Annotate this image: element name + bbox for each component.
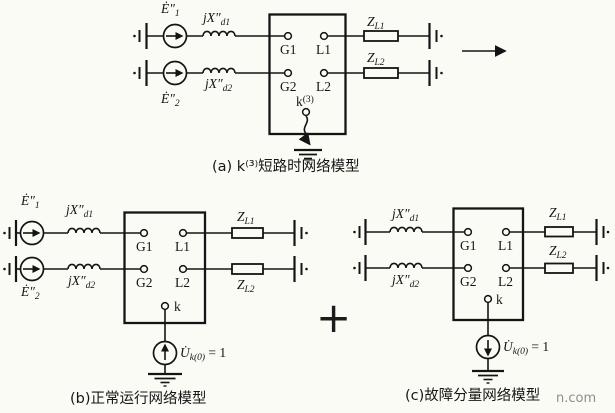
- label-load-1-b: ZL1: [237, 209, 255, 227]
- inductor-coil-c1: [389, 226, 423, 233]
- earth-right-c2: [595, 255, 610, 281]
- label-reactance-2-b: jX″d2: [68, 273, 96, 291]
- terminal-g2-b: [139, 264, 149, 274]
- label-fault-point-a: k(3): [296, 94, 314, 109]
- load-impedance-l2-b: [231, 263, 264, 275]
- label-terminal-l2-a: L2: [316, 79, 331, 94]
- label-emf-2-a: Ė″2: [161, 91, 180, 109]
- caption-c: (c)故障分量网络模型: [405, 388, 541, 404]
- label-emf-1-b: Ė″1: [21, 193, 40, 211]
- label-load-1-a: ZL1: [367, 14, 385, 32]
- label-load-2-b: ZL2: [237, 277, 255, 295]
- load-impedance-l1-b: [231, 227, 264, 239]
- ground-c: [472, 369, 504, 384]
- terminal-g1-b: [139, 228, 149, 238]
- source-arrow-up-icon: [161, 343, 169, 352]
- earth-left-a1: [133, 23, 148, 49]
- load-impedance-l1-c: [544, 226, 574, 238]
- load-impedance-l1-a: [363, 30, 399, 42]
- earth-left-b2: [3, 256, 18, 282]
- label-reactance-2-c: jX″d2: [392, 272, 420, 290]
- emf-source-2-b: [19, 256, 45, 282]
- terminal-k-c: [483, 294, 493, 304]
- voltage-source-c: [475, 334, 501, 360]
- ground-a: [294, 148, 322, 163]
- label-fault-point-c: k: [496, 292, 503, 307]
- load-impedance-l2-a: [363, 67, 399, 79]
- terminal-l1-c: [501, 227, 511, 237]
- terminal-l2-c: [501, 263, 511, 273]
- label-terminal-l2-b: L2: [175, 275, 190, 290]
- plus-operator: +: [316, 293, 352, 342]
- terminal-k3-a: [301, 107, 311, 117]
- terminal-l2-a: [319, 68, 329, 78]
- label-terminal-g1-a: G1: [280, 42, 297, 57]
- source-arrow-right-icon: [32, 265, 41, 273]
- source-arrow-right-icon: [175, 32, 184, 40]
- terminal-l1-a: [319, 31, 329, 41]
- label-reactance-1-c: jX″d1: [392, 206, 420, 224]
- label-voltage-c: U̇k(0) = 1: [503, 339, 550, 357]
- earth-left-c2: [353, 255, 367, 281]
- label-terminal-g2-b: G2: [136, 275, 153, 290]
- terminal-g2-a: [283, 68, 293, 78]
- watermark-text: n.com: [556, 391, 597, 406]
- label-terminal-l2-c: L2: [498, 274, 513, 289]
- diagram-b-graphics: [3, 211, 308, 387]
- source-arrow-right-icon: [32, 229, 41, 237]
- ground-b: [148, 372, 182, 387]
- voltage-source-b: [152, 340, 178, 366]
- earth-right-b2: [293, 256, 308, 282]
- inductor-coil-b1: [67, 227, 101, 234]
- earth-left-b1: [3, 220, 18, 246]
- source-arrow-right-icon: [175, 69, 184, 77]
- terminal-k-b: [160, 301, 170, 311]
- emf-source-1-a: [162, 23, 188, 49]
- emf-source-1-b: [19, 220, 45, 246]
- label-terminal-g2-a: G2: [280, 79, 297, 94]
- label-terminal-g1-b: G1: [136, 239, 153, 254]
- inductor-coil-c2: [389, 262, 423, 269]
- earth-right-a1: [428, 23, 443, 49]
- terminal-g2-c: [463, 263, 473, 273]
- emf-source-2-a: [162, 60, 188, 86]
- inductor-coil-a1: [202, 30, 236, 37]
- load-impedance-l2-c: [544, 262, 574, 274]
- network-box-a: [268, 13, 347, 136]
- label-fault-point-b: k: [174, 299, 181, 314]
- source-arrow-down-icon: [484, 348, 492, 357]
- label-load-2-c: ZL2: [549, 243, 567, 261]
- terminal-l2-b: [178, 264, 188, 274]
- earth-left-a2: [133, 60, 148, 86]
- terminal-l1-b: [178, 228, 188, 238]
- earth-left-c1: [353, 219, 367, 245]
- inductor-coil-b2: [67, 263, 101, 270]
- label-terminal-l1-c: L1: [498, 238, 513, 253]
- label-voltage-b: U̇k(0) = 1: [180, 345, 227, 363]
- label-terminal-g1-c: G1: [460, 238, 477, 253]
- label-load-1-c: ZL1: [549, 205, 567, 223]
- inductor-coil-a2: [202, 67, 236, 74]
- label-emf-1-a: Ė″1: [161, 1, 180, 19]
- label-emf-2-b: Ė″2: [21, 284, 40, 302]
- label-load-2-a: ZL2: [367, 50, 385, 68]
- caption-b: (b)正常运行网络模型: [70, 391, 207, 407]
- label-reactance-1-b: jX″d1: [66, 202, 94, 220]
- label-terminal-l1-a: L1: [316, 42, 331, 57]
- lightning-arrow-icon: [298, 115, 311, 146]
- label-reactance-1-a: jX″d1: [203, 10, 231, 28]
- caption-a: (a) k⁽³⁾短路时网络模型: [212, 159, 360, 175]
- terminal-g1-c: [463, 227, 473, 237]
- terminal-g1-a: [283, 31, 293, 41]
- label-terminal-g2-c: G2: [460, 274, 477, 289]
- earth-right-a2: [428, 60, 443, 86]
- diagram-c-graphics: [353, 207, 610, 384]
- earth-right-c1: [595, 219, 610, 245]
- label-terminal-l1-b: L1: [175, 239, 190, 254]
- earth-right-b1: [293, 220, 308, 246]
- label-reactance-2-a: jX″d2: [205, 76, 233, 94]
- diagram-a-graphics: [133, 13, 507, 163]
